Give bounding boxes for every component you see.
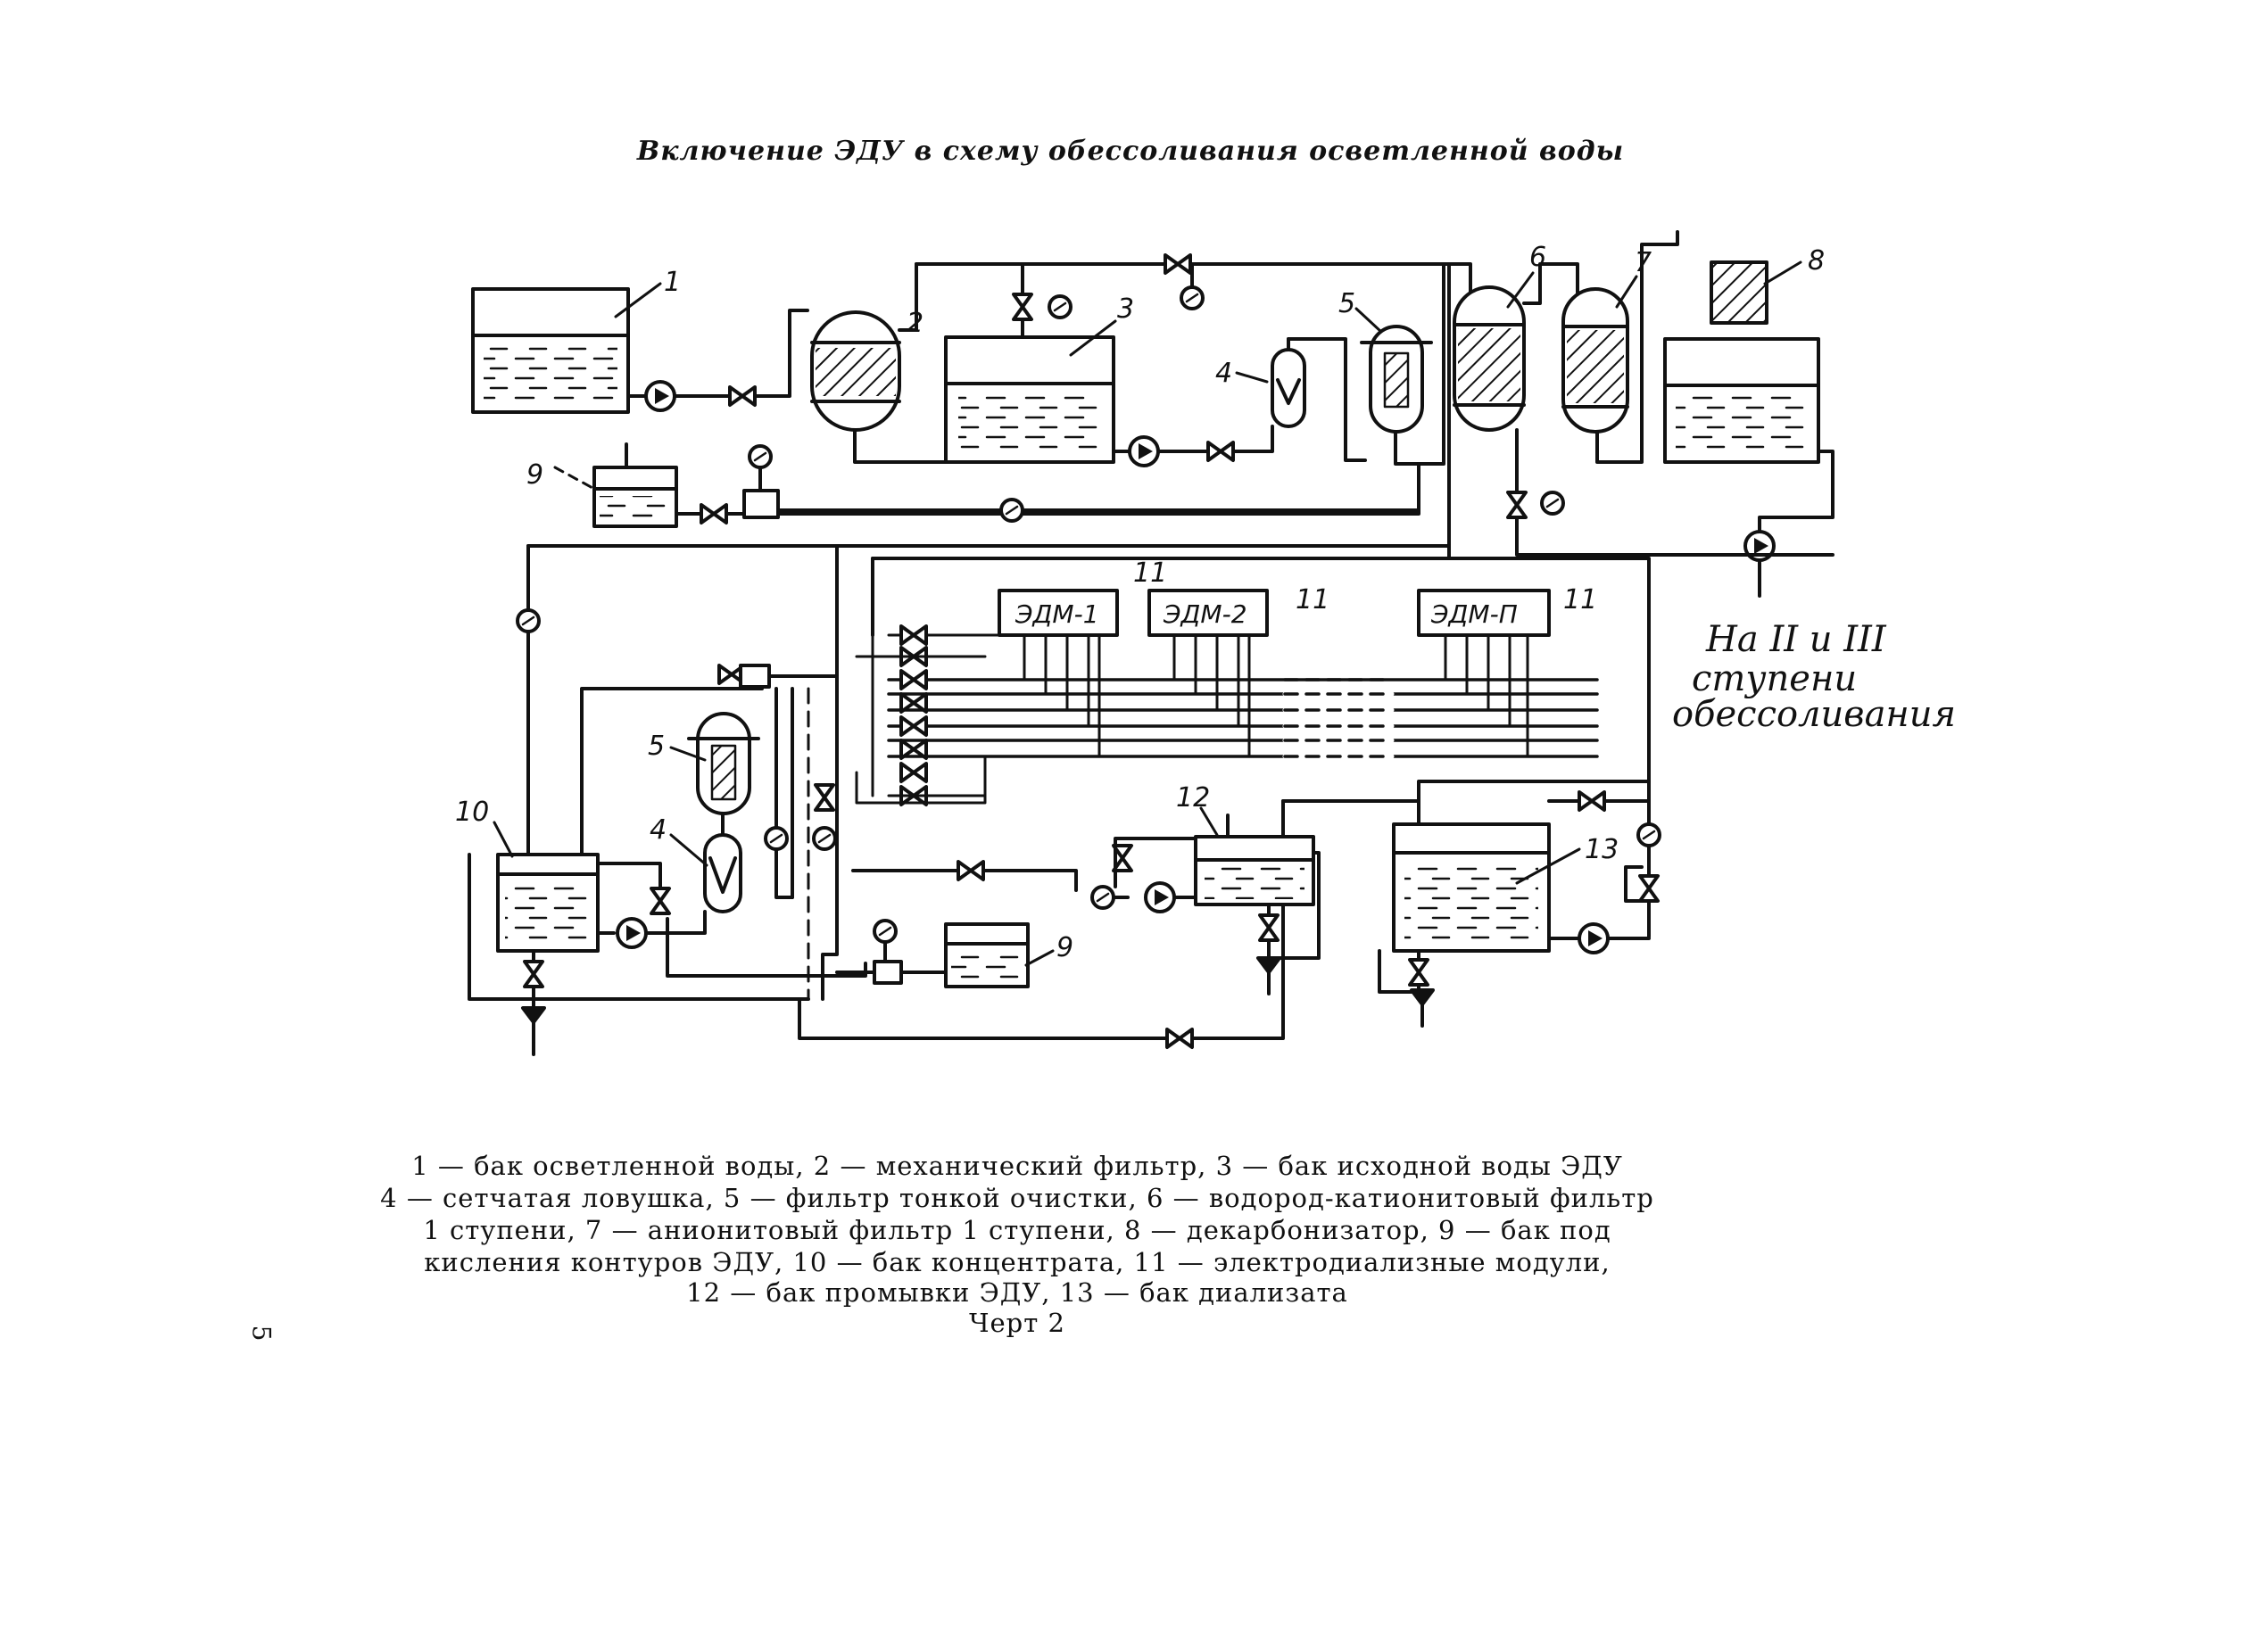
edm-module-n: ЭДМ-П (1417, 589, 1551, 637)
filter-2-mechanical (810, 310, 901, 432)
acidification-tank-9-upper (592, 442, 678, 528)
filter-7-anion (1561, 287, 1629, 434)
mesh-trap-4-top (1271, 337, 1306, 428)
filter-6-hydrogen-cation (1453, 285, 1526, 432)
legend-line-1: 1 — бак осветленной воды, 2 — механическ… (411, 1151, 1623, 1181)
mesh-trap-4-lower (703, 812, 742, 913)
outlet-text-line-3: обессоливания (1672, 694, 1956, 735)
tank-10-concentrate (496, 853, 600, 953)
label-11-c: 11 (1563, 584, 1597, 615)
tank-1-clarified-water (471, 287, 630, 414)
label-11-a: 11 (1133, 558, 1167, 589)
legend-line-3: 1 ступени, 7 — анионитовый фильтр 1 ступ… (423, 1215, 1611, 1245)
diagram-title: Включение ЭДУ в схему обессоливания осве… (636, 136, 1625, 167)
outlet-text-line-1: На II и III (1705, 619, 1887, 660)
tank-12-edu-flush (1194, 814, 1315, 906)
manifold-valves (899, 624, 928, 806)
label-3: 3 (1117, 293, 1134, 325)
label-11-b: 11 (1296, 584, 1329, 615)
label-10: 10 (455, 797, 489, 828)
fine-filter-5-lower (687, 712, 760, 815)
label-5-top: 5 (1338, 288, 1355, 319)
fine-filter-5-top (1360, 325, 1433, 434)
legend-line-2: 4 — сетчатая ловушка, 5 — фильтр тонкой … (380, 1183, 1654, 1213)
label-4-top: 4 (1215, 358, 1232, 389)
edm-module-1-label: ЭДМ-1 (1015, 599, 1099, 629)
legend-line-4: кисления контуров ЭДУ, 10 — бак концентр… (424, 1247, 1611, 1277)
page-number: 5 (246, 1325, 277, 1342)
module-connections (1023, 633, 1529, 758)
tank-3-edu-source-water (944, 335, 1115, 464)
tank-13-dialysate (1392, 822, 1551, 953)
figure-label: Черт 2 (969, 1308, 1065, 1338)
decarbonized-water-tank (1663, 337, 1820, 464)
edm-module-2-label: ЭДМ-2 (1163, 599, 1247, 629)
edm-module-n-label: ЭДМ-П (1430, 599, 1518, 629)
manifold-headers (887, 633, 1599, 759)
label-9-lower: 9 (1056, 932, 1073, 963)
edm-module-1: ЭДМ-1 (998, 589, 1119, 637)
label-9-upper: 9 (526, 459, 543, 491)
label-13: 13 (1585, 834, 1619, 865)
label-5-lower: 5 (648, 731, 665, 762)
outlet-text-line-2: ступени (1692, 658, 1857, 699)
label-6: 6 (1529, 242, 1546, 273)
label-12: 12 (1176, 782, 1210, 814)
acidification-tank-9-lower (944, 922, 1030, 988)
label-1: 1 (664, 267, 681, 298)
edm-module-2: ЭДМ-2 (1147, 589, 1269, 637)
decarbonizer-8 (1710, 260, 1768, 325)
legend-line-5: 12 — бак промывки ЭДУ, 13 — бак диализат… (686, 1277, 1348, 1308)
label-4-lower: 4 (650, 814, 667, 846)
label-8: 8 (1808, 245, 1825, 277)
